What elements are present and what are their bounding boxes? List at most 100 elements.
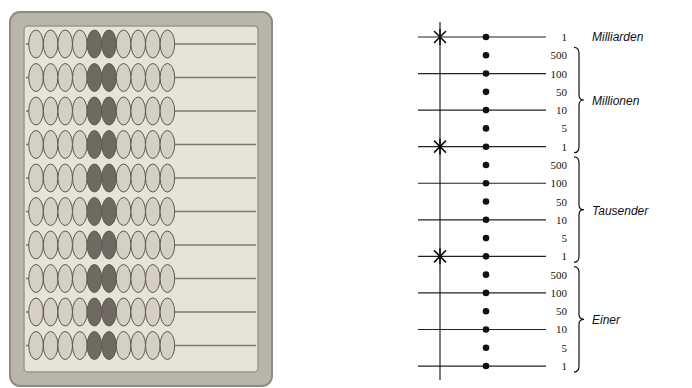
counter-dot: [483, 162, 490, 169]
abacus-bead: [102, 97, 117, 125]
value-number: 10: [556, 214, 567, 225]
abacus-bead: [87, 265, 102, 293]
cross-mark: [434, 139, 446, 155]
abacus-bead: [116, 198, 131, 226]
abacus-bead: [116, 265, 131, 293]
value-number: 1: [562, 32, 568, 43]
value-number: 1: [562, 361, 568, 372]
abacus-bead: [146, 198, 161, 226]
abacus-bead: [43, 164, 58, 192]
group-brace: [574, 267, 584, 372]
abacus-bead: [131, 198, 146, 226]
abacus-bead: [146, 265, 161, 293]
abacus-bead: [160, 64, 175, 92]
abacus-bead: [43, 265, 58, 293]
counting-board: [418, 22, 584, 380]
value-number: 500: [551, 269, 568, 280]
value-number: 10: [556, 324, 567, 335]
abacus-bead: [87, 231, 102, 259]
abacus-bead: [58, 231, 73, 259]
abacus-bead: [58, 64, 73, 92]
board-line: [418, 110, 546, 111]
counter-dot: [483, 107, 490, 114]
abacus-bead: [160, 131, 175, 159]
abacus-bead: [73, 298, 88, 326]
abacus-bead: [29, 30, 44, 58]
abacus-bead: [29, 198, 44, 226]
abacus-bead: [102, 265, 117, 293]
abacus-bead: [131, 131, 146, 159]
abacus-bead: [131, 164, 146, 192]
abacus-bead: [102, 198, 117, 226]
abacus-bead: [102, 64, 117, 92]
value-number: 50: [556, 306, 567, 317]
counter-dot: [483, 143, 490, 150]
abacus-bead: [146, 64, 161, 92]
board-line: [418, 256, 546, 257]
abacus-bead: [146, 164, 161, 192]
cross-mark: [434, 248, 446, 264]
counter-dot: [483, 253, 490, 260]
counter-dot: [483, 363, 490, 370]
value-number: 5: [562, 342, 568, 353]
abacus-inner: [24, 26, 258, 372]
board-line: [418, 73, 546, 74]
counter-dot: [483, 198, 490, 205]
abacus-bead: [43, 64, 58, 92]
abacus-bead: [73, 30, 88, 58]
abacus-bead: [131, 30, 146, 58]
group-name: Einer: [592, 314, 620, 326]
abacus-bead: [43, 298, 58, 326]
abacus-bead: [73, 97, 88, 125]
board-line: [418, 36, 546, 37]
abacus-bead: [58, 265, 73, 293]
abacus-bead: [160, 97, 175, 125]
abacus-bead: [58, 332, 73, 360]
abacus-bead: [87, 164, 102, 192]
abacus-bead: [29, 97, 44, 125]
abacus-bead: [58, 164, 73, 192]
group-brace: [574, 157, 584, 262]
abacus-bead: [146, 231, 161, 259]
abacus-bead: [131, 265, 146, 293]
abacus-bead: [43, 231, 58, 259]
abacus-bead: [43, 30, 58, 58]
abacus-bead: [29, 298, 44, 326]
group-brace: [574, 47, 584, 152]
group-name: Millionen: [592, 95, 639, 107]
abacus-bead: [87, 97, 102, 125]
abacus-bead: [131, 332, 146, 360]
abacus-bead: [116, 131, 131, 159]
board-line: [418, 365, 546, 366]
value-number: 100: [551, 178, 568, 189]
abacus-bead: [131, 97, 146, 125]
board-line: [418, 329, 546, 330]
abacus-bead: [87, 64, 102, 92]
value-number: 100: [551, 287, 568, 298]
counter-dot: [483, 271, 490, 278]
abacus-bead: [116, 97, 131, 125]
counter-dot: [483, 290, 490, 297]
counter-dot: [483, 217, 490, 224]
value-number: 100: [551, 68, 568, 79]
board-line: [418, 183, 546, 184]
abacus-bead: [87, 298, 102, 326]
counter-dot: [483, 235, 490, 242]
abacus-bead: [73, 265, 88, 293]
counter-dot: [483, 180, 490, 187]
board-line: [418, 146, 546, 147]
value-number: 1: [562, 141, 568, 152]
abacus-bead: [116, 164, 131, 192]
abacus-bead: [102, 131, 117, 159]
abacus-bead: [29, 131, 44, 159]
abacus-bead: [116, 332, 131, 360]
abacus-bead: [146, 97, 161, 125]
abacus-bead: [131, 298, 146, 326]
abacus-bead: [29, 164, 44, 192]
abacus-bead: [146, 131, 161, 159]
abacus-bead: [160, 164, 175, 192]
abacus-bead: [73, 164, 88, 192]
value-number: 10: [556, 105, 567, 116]
